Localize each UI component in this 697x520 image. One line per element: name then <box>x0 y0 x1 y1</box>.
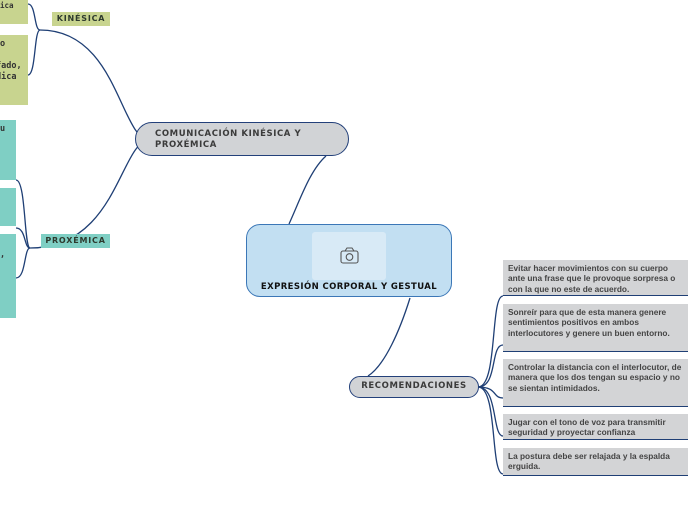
root-title: EXPRESIÓN CORPORAL Y GESTUAL <box>260 282 438 292</box>
branch-kinesica-proxemica[interactable]: COMUNICACIÓN KINÉSICA Y PROXÉMICA <box>135 122 349 156</box>
branch-title: COMUNICACIÓN KINÉSICA Y PROXÉMICA <box>155 129 302 150</box>
recommendation-card[interactable]: Controlar la distancia con el interlocut… <box>503 359 688 407</box>
image-placeholder[interactable] <box>312 232 386 280</box>
recommendation-text: Jugar con el tono de voz para transmitir… <box>508 417 666 438</box>
recommendation-card[interactable]: Sonreír para que de esta manera genere s… <box>503 304 688 352</box>
recommendation-card[interactable]: Evitar hacer movimientos con su cuerpo a… <box>503 260 688 296</box>
proxemica-leaf-3[interactable]: , <box>0 234 16 318</box>
recommendation-text: Evitar hacer movimientos con su cuerpo a… <box>508 263 676 294</box>
proxemica-leaf-2[interactable] <box>0 188 16 226</box>
root-node[interactable]: EXPRESIÓN CORPORAL Y GESTUAL <box>246 224 452 297</box>
leaf-fragment: fado, <box>0 61 22 71</box>
proxemica-tag[interactable]: PROXÉMICA <box>41 234 110 248</box>
leaf-fragment: u <box>0 124 6 134</box>
proxemica-label: PROXÉMICA <box>45 236 106 245</box>
branch-title: RECOMENDACIONES <box>361 381 467 391</box>
kinesica-label: KINÉSICA <box>56 14 106 23</box>
camera-icon <box>340 247 359 264</box>
branch-recomendaciones[interactable]: RECOMENDACIONES <box>349 376 479 398</box>
leaf-fragment: ica <box>0 1 14 10</box>
leaf-fragment: dica <box>0 72 17 82</box>
recommendation-text: Sonreír para que de esta manera genere s… <box>508 307 670 338</box>
kinesica-leaf-2[interactable]: o fado, dica <box>0 35 28 105</box>
leaf-fragment: o <box>0 39 6 49</box>
recommendation-card[interactable]: Jugar con el tono de voz para transmitir… <box>503 414 688 440</box>
kinesica-leaf-1[interactable]: ica <box>0 0 28 24</box>
leaf-fragment: , <box>0 250 6 260</box>
kinesica-tag[interactable]: KINÉSICA <box>52 12 110 26</box>
proxemica-leaf-1[interactable]: u <box>0 120 16 180</box>
recommendation-text: Controlar la distancia con el interlocut… <box>508 362 682 393</box>
recommendation-text: La postura debe ser relajada y la espald… <box>508 451 670 472</box>
recommendation-card[interactable]: La postura debe ser relajada y la espald… <box>503 448 688 476</box>
